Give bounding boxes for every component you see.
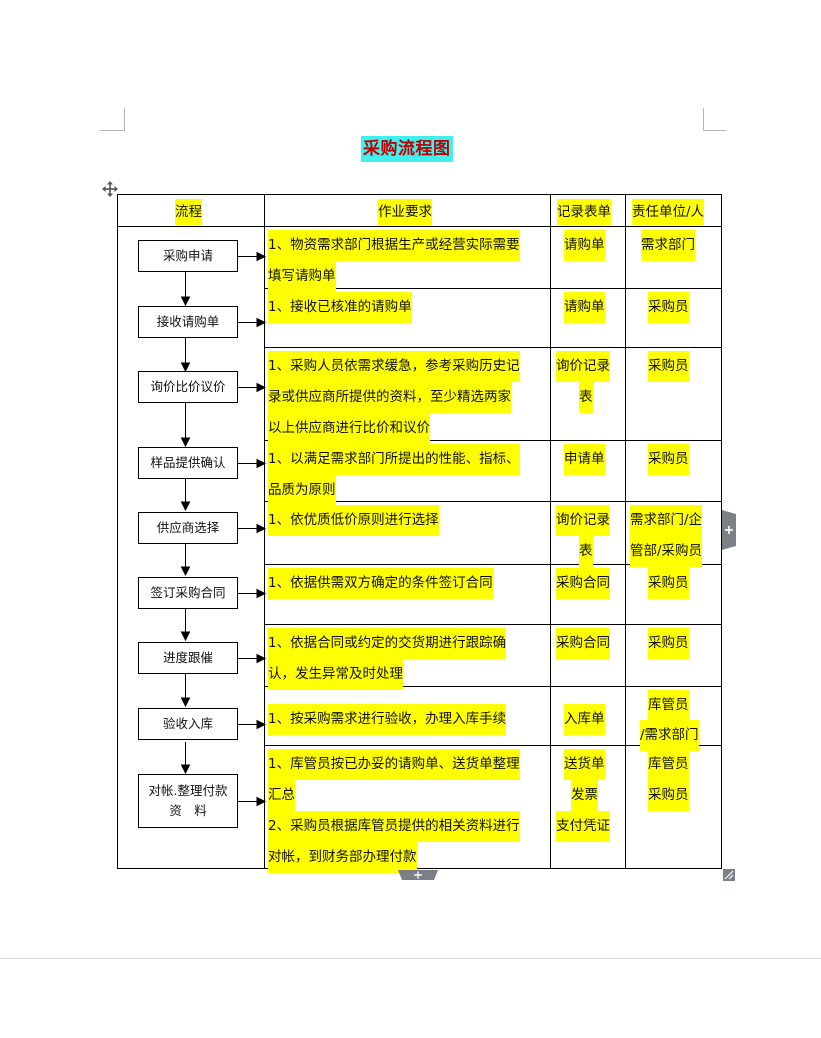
record-text: 表 — [579, 536, 593, 567]
flow-arrows — [180, 272, 191, 775]
header-requirement: 作业要求 — [378, 199, 432, 225]
requirement-text: 2、采购员根据库管员提供的相关资料进行 — [268, 811, 520, 842]
requirement-text: 录或供应商所提供的资料，至少精选两家 — [268, 382, 511, 413]
requirement-text: 1、依据供需双方确定的条件签订合同 — [268, 568, 493, 599]
responsible-text: 采购员 — [648, 444, 689, 475]
record-text: 发票 — [571, 780, 598, 811]
record-text: 支付凭证 — [556, 811, 610, 842]
responsible-text: 采购员 — [648, 780, 689, 811]
record-text: 申请单 — [564, 444, 605, 475]
record-text: 采购合同 — [556, 568, 610, 599]
flow-step-supplier-select: 供应商选择 — [138, 512, 238, 544]
plus-icon — [414, 871, 422, 879]
flow-step-receive-requisition: 接收请购单 — [138, 306, 238, 338]
record-text: 请购单 — [564, 292, 605, 323]
requirement-text: 1、接收已核准的请购单 — [268, 292, 412, 323]
plus-icon — [725, 526, 733, 534]
responsible-text: 库管员 — [648, 749, 689, 780]
move-arrows-icon — [102, 181, 118, 197]
flow-step-sample-confirm: 样品提供确认 — [138, 447, 238, 479]
responsible-text: 采购员 — [648, 568, 689, 599]
crop-mark-top-right — [704, 130, 726, 131]
responsible-text: 需求部门 — [641, 230, 695, 261]
responsible-text: 采购员 — [648, 628, 689, 659]
header-flow: 流程 — [175, 199, 202, 225]
requirement-text: 1、库管员按已办妥的请购单、送货单整理 — [268, 749, 520, 780]
requirement-text: 1、按采购需求进行验收，办理入库手续 — [268, 704, 507, 735]
requirement-text: 以上供应商进行比价和议价 — [268, 413, 430, 444]
requirement-text: 填写请购单 — [268, 261, 336, 292]
requirement-text: 1、依据合同或约定的交货期进行跟踪确 — [268, 628, 507, 659]
requirement-text: 认，发生异常及时处理 — [268, 659, 403, 690]
record-text: 表 — [579, 382, 593, 413]
header-responsible: 责任单位/人 — [632, 199, 705, 225]
record-text: 入库单 — [564, 704, 605, 735]
record-text: 询价记录 — [556, 505, 610, 536]
responsible-text: 库管员 — [648, 690, 689, 721]
crop-mark-top-left — [124, 108, 125, 131]
table-resize-handle[interactable] — [723, 869, 735, 881]
flow-step-sign-contract: 签订采购合同 — [138, 577, 238, 609]
table-move-handle[interactable] — [101, 180, 119, 198]
requirement-text: 1、依优质低价原则进行选择 — [268, 505, 439, 536]
requirement-text: 1、以满足需求部门所提出的性能、指标、 — [268, 444, 520, 475]
add-column-button[interactable] — [722, 510, 736, 550]
record-text: 采购合同 — [556, 628, 610, 659]
record-text: 送货单 — [564, 749, 605, 780]
add-row-button[interactable] — [398, 870, 438, 880]
flow-step-price-inquiry: 询价比价议价 — [138, 371, 238, 403]
requirement-text: 1、采购人员依需求缓急，参考采购历史记 — [268, 351, 520, 382]
responsible-text: 采购员 — [648, 351, 689, 382]
requirement-text: 品质为原则 — [268, 475, 336, 506]
requirement-text: 对帐，到财务部办理付款 — [268, 842, 417, 873]
crop-mark-top-left — [100, 130, 124, 131]
requirement-text: 汇总 — [268, 780, 295, 811]
resize-corner-icon — [723, 869, 735, 881]
responsible-text: 管部/采购员 — [630, 536, 703, 567]
flow-step-reconcile-payment: 对帐.整理付款 资 料 — [138, 774, 238, 828]
crop-mark-top-right — [703, 108, 704, 131]
record-text: 请购单 — [564, 230, 605, 261]
flow-step-purchase-request: 采购申请 — [138, 240, 238, 272]
responsible-text: /需求部门 — [640, 720, 699, 751]
responsible-text: 采购员 — [648, 292, 689, 323]
requirement-text: 1、物资需求部门根据生产或经营实际需要 — [268, 230, 520, 261]
header-record: 记录表单 — [557, 199, 611, 225]
page-title: 采购流程图 — [361, 136, 453, 162]
flow-step-acceptance: 验收入库 — [138, 708, 238, 740]
responsible-text: 需求部门/企 — [630, 505, 703, 536]
page-edge — [0, 958, 821, 959]
record-text: 询价记录 — [556, 351, 610, 382]
flow-step-progress-follow: 进度跟催 — [138, 642, 238, 674]
